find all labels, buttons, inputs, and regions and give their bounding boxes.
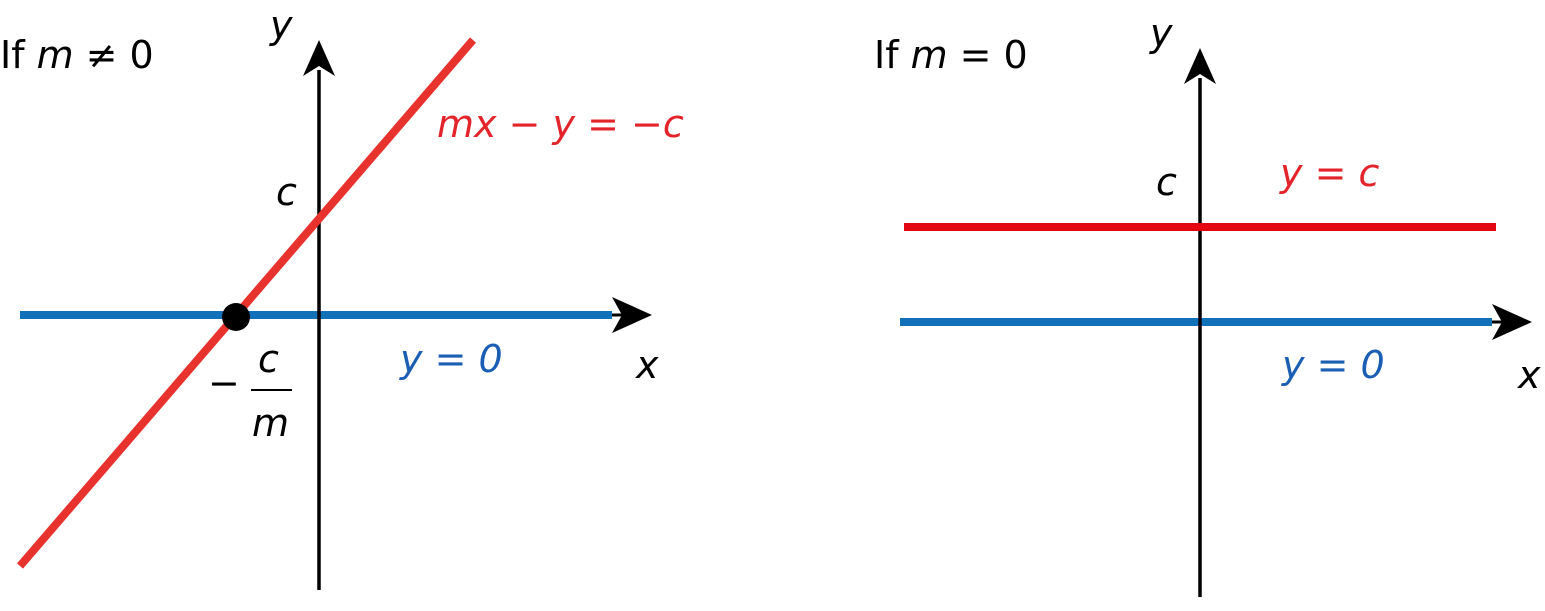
x-intercept-numerator: c [258,337,279,381]
x-intercept-denominator: m [252,401,289,445]
left-red-line-label: mx − y = −c [437,102,684,146]
right-blue-line-label: y = 0 [1281,343,1385,387]
left-blue-line-label: y = 0 [399,337,503,381]
right-x-axis-arrow-icon [1492,304,1532,340]
right-y-axis-arrow-icon [1184,48,1216,84]
left-y-axis-arrow-icon [303,40,335,76]
x-intercept-minus: − [208,361,240,405]
left-x-axis-label: x [635,343,659,387]
left-red-line [16,37,477,569]
left-x-axis-arrow-icon [612,297,652,333]
right-x-axis-label: x [1517,353,1541,397]
right-y-axis-label: y [1149,11,1173,55]
right-y-intercept-label: c [1156,160,1177,204]
right-red-line-label: y = c [1279,151,1379,195]
left-y-axis-label: y [269,3,293,47]
left-y-intercept-label: c [276,170,297,214]
x-intercept-dot [222,303,250,331]
